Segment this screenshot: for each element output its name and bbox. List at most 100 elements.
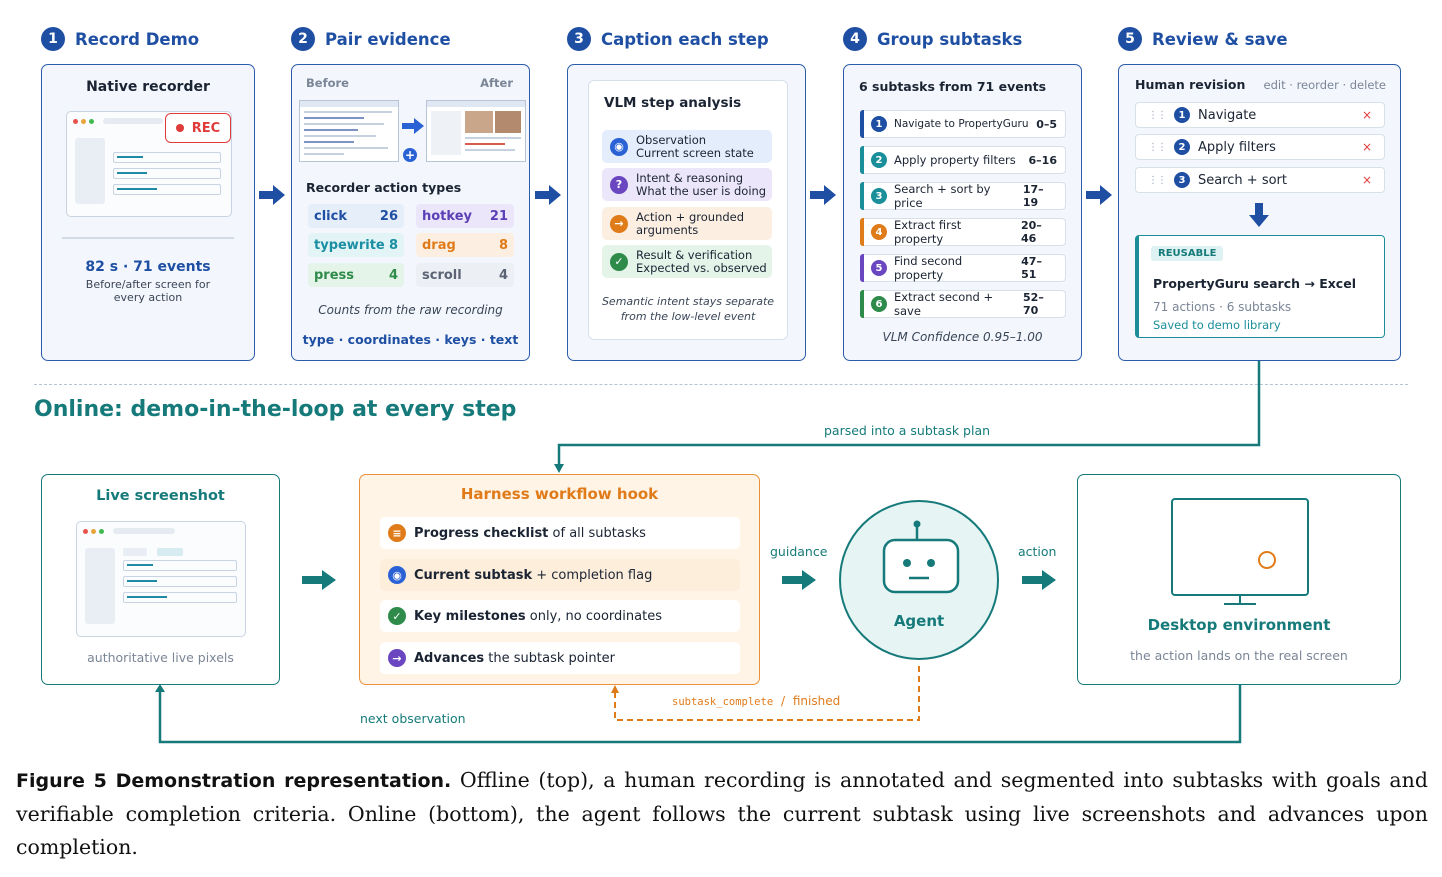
- flow-arrow-icon: [259, 185, 285, 205]
- demo-card-title: PropertyGuru search → Excel: [1153, 276, 1356, 291]
- agent-node: Agent: [839, 500, 999, 660]
- agent-label: Agent: [893, 612, 945, 630]
- human-revision-title: Human revision: [1135, 77, 1246, 92]
- step-number: 4: [843, 27, 867, 51]
- live-screenshot-panel: Live screenshot authoritative live pixel…: [41, 474, 280, 685]
- step-3-header: 3 Caption each step: [567, 27, 769, 51]
- guidance-arrow-icon: [782, 570, 816, 590]
- step-4-header: 4 Group subtasks: [843, 27, 1022, 51]
- desktop-environment-panel: Desktop environment the action lands on …: [1077, 474, 1401, 685]
- step-number: 1: [41, 27, 65, 51]
- action-arrow-icon: →: [610, 214, 628, 233]
- step-title: Review & save: [1152, 29, 1288, 49]
- step-title: Group subtasks: [877, 29, 1023, 49]
- completion-signal-label: subtask_complete / finished: [672, 694, 841, 708]
- advance-arrow-icon: →: [388, 649, 406, 667]
- after-label: After: [480, 76, 513, 90]
- hook-row-checklist: ≡ Progress checklist of all subtasks: [380, 517, 740, 549]
- question-icon: ?: [610, 175, 628, 194]
- before-after-arrow-icon: [402, 118, 424, 134]
- caption-label: Figure 5 Demonstration representation.: [16, 770, 452, 792]
- panel-title: Native recorder: [86, 79, 210, 95]
- step-title: Record Demo: [75, 29, 200, 49]
- vlm-confidence: VLM Confidence 0.95–1.00: [882, 330, 1043, 344]
- drag-handle-icon[interactable]: ⋮⋮: [1148, 109, 1167, 121]
- action-types-heading: Recorder action types: [306, 180, 462, 195]
- reusable-demo-card[interactable]: REUSABLE PropertyGuru search → Excel 71 …: [1135, 235, 1385, 338]
- step-title: Caption each step: [601, 29, 769, 49]
- live-screen-mockup: [76, 521, 246, 637]
- live-note: authoritative live pixels: [87, 650, 234, 665]
- review-save-panel: Human revision edit · reorder · delete ⋮…: [1118, 64, 1401, 361]
- plus-icon: +: [403, 148, 417, 162]
- flow-arrow-icon: [535, 185, 561, 205]
- before-screenshot: [299, 100, 399, 162]
- step-title: Pair evidence: [325, 29, 451, 49]
- step-number: 5: [1118, 27, 1142, 51]
- delete-icon[interactable]: ×: [1361, 140, 1372, 154]
- milestone-check-icon: ✓: [388, 607, 406, 625]
- subtasks-heading: 6 subtasks from 71 events: [859, 79, 1047, 94]
- reusable-badge: REUSABLE: [1151, 246, 1224, 261]
- down-arrow-icon: [1249, 203, 1269, 227]
- monitor-icon: [1171, 498, 1309, 605]
- vlm-title: VLM step analysis: [604, 95, 742, 111]
- drag-handle-icon[interactable]: ⋮⋮: [1148, 174, 1167, 186]
- harness-hook-panel: Harness workflow hook ≡ Progress checkli…: [359, 474, 760, 685]
- semantic-note: Semantic intent stays separate from the …: [601, 295, 775, 323]
- parsed-label: parsed into a subtask plan: [824, 423, 991, 438]
- observation-icon: ◉: [610, 137, 628, 156]
- record-demo-panel: Native recorder REC 82 s · 71 events Bef…: [41, 64, 255, 361]
- robot-icon: [882, 520, 960, 594]
- step-1-header: 1 Record Demo: [41, 27, 199, 51]
- hook-row-milestones: ✓ Key milestones only, no coordinates: [380, 600, 740, 632]
- delete-icon[interactable]: ×: [1361, 108, 1372, 122]
- section-divider: [34, 384, 1408, 385]
- counts-note: Counts from the raw recording: [318, 303, 503, 317]
- step-5-header: 5 Review & save: [1118, 27, 1288, 51]
- pair-evidence-panel: Before After + Recorder action types cli…: [291, 64, 530, 361]
- action-fields: type · coordinates · keys · text: [302, 332, 519, 347]
- recording-stats: 82 s · 71 events: [85, 259, 211, 275]
- step-number: 3: [567, 27, 591, 51]
- step-2-header: 2 Pair evidence: [291, 27, 451, 51]
- demo-card-saved: Saved to demo library: [1153, 318, 1281, 332]
- recording-note: Before/after screen for every action: [85, 278, 211, 304]
- hook-row-current-subtask: ◉ Current subtask + completion flag: [380, 559, 740, 591]
- figure-caption: Figure 5 Demonstration representation. O…: [16, 764, 1428, 864]
- revision-actions[interactable]: edit · reorder · delete: [1263, 78, 1386, 92]
- live-title: Live screenshot: [96, 488, 225, 504]
- hook-row-advances: → Advances the subtask pointer: [380, 642, 740, 674]
- hook-title: Harness workflow hook: [460, 485, 659, 503]
- desktop-title: Desktop environment: [1147, 616, 1331, 634]
- after-screenshot: [426, 100, 526, 162]
- live-to-hook-arrow-icon: [302, 570, 336, 590]
- delete-icon[interactable]: ×: [1361, 173, 1372, 187]
- caption-text: Offline (top), a human recording is anno…: [16, 768, 1428, 859]
- drag-handle-icon[interactable]: ⋮⋮: [1148, 141, 1167, 153]
- rec-badge: REC: [165, 113, 231, 143]
- demo-card-meta: 71 actions · 6 subtasks: [1153, 300, 1292, 314]
- current-target-icon: ◉: [388, 566, 406, 584]
- online-title: Online: demo-in-the-loop at every step: [34, 397, 517, 422]
- desktop-note: the action lands on the real screen: [1130, 648, 1348, 663]
